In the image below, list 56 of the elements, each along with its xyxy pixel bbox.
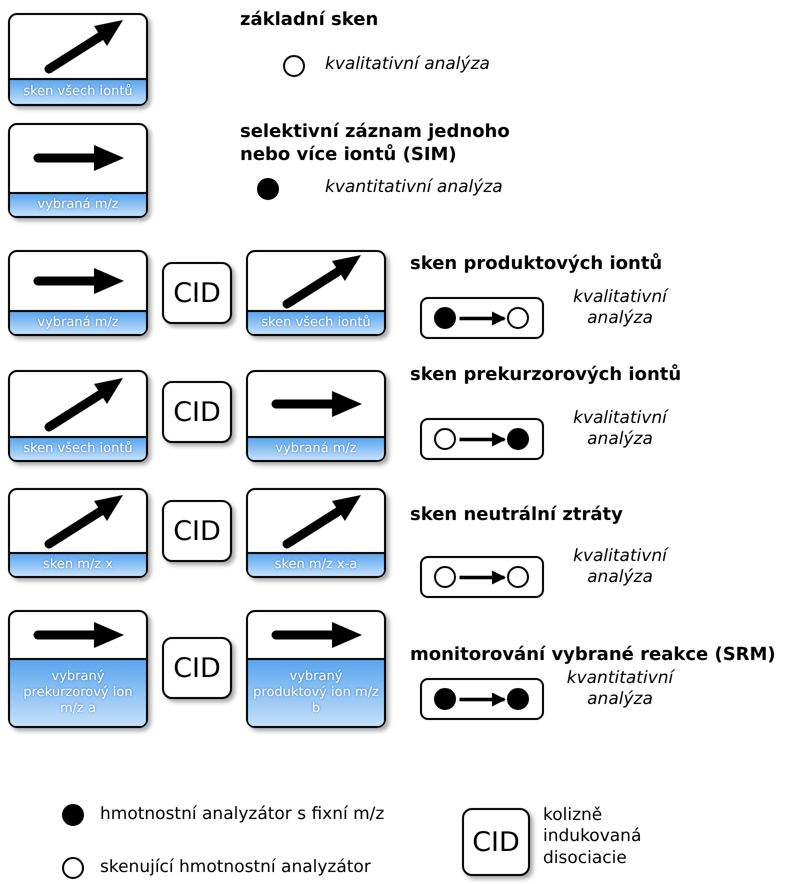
analysis-type-label: kvalitativní analýza <box>572 287 670 330</box>
arrow <box>460 312 506 326</box>
hollow-circle-marker <box>507 566 529 588</box>
analyzer-box <box>8 123 148 218</box>
analyzer-box <box>246 370 386 462</box>
filled-circle-marker <box>434 688 456 710</box>
analyzer-mode-label: sken m/z x <box>10 552 146 576</box>
section-title: sken produktových iontů <box>410 252 662 276</box>
filled-circle-marker <box>507 428 529 450</box>
filled-circle-marker <box>434 307 456 329</box>
legend-text: hmotnostní analyzátor s fixní m/z <box>100 804 384 826</box>
analyzer-box <box>246 610 386 728</box>
section-title: sken neutrální ztráty <box>410 503 623 526</box>
cid-step-box: CID <box>162 262 232 324</box>
cid-step-box: CID <box>462 808 530 876</box>
section-title: selektivní záznam jednoho nebo více iontů (SIM) <box>240 120 511 167</box>
analyzer-mode-label: sken všech iontů <box>248 310 384 334</box>
analyzer-mode-label: vybraný produktový ion m/z b <box>248 658 384 726</box>
filled-circle-marker <box>507 688 529 710</box>
cid-step-box: CID <box>162 381 232 443</box>
analyzer-mode-label: vybraný prekurzorový ion m/z a <box>10 658 146 726</box>
analyzer-mode-label: vybraná m/z <box>10 192 146 216</box>
symbol-box <box>420 556 544 598</box>
analysis-type-label: kvalitativní analýza <box>572 408 670 450</box>
symbol-box <box>420 678 544 720</box>
analyzer-mode-label: sken všech iontů <box>10 78 146 104</box>
analyzer-mode-label: sken m/z x-a <box>248 552 384 576</box>
arrow <box>460 570 506 584</box>
analyzer-mode-label: vybraná m/z <box>10 310 146 334</box>
analysis-type-label: kvantitativní analýza <box>325 177 503 198</box>
hollow-circle-marker <box>434 428 456 450</box>
arrow <box>460 692 506 706</box>
analyzer-box <box>8 610 148 728</box>
section-title: základní sken <box>240 8 378 32</box>
analysis-type-label: kvalitativní analýza <box>572 546 670 588</box>
description-text: kolizně indukovaná disociacie <box>543 805 642 869</box>
arrow <box>460 432 506 446</box>
symbol-box <box>420 297 544 339</box>
cid-step-box: CID <box>162 637 232 699</box>
analyzer-box <box>246 488 386 578</box>
section-title: sken prekurzorových iontů <box>410 363 682 386</box>
symbol-box <box>420 418 544 460</box>
section-title: monitorování vybrané reakce (SRM) <box>410 643 776 666</box>
analyzer-box <box>246 250 386 336</box>
analysis-type-label: kvalitativní analýza <box>325 54 490 76</box>
analysis-type-label: kvantitativní analýza <box>566 668 676 710</box>
analyzer-mode-label: sken všech iontů <box>10 436 146 460</box>
analyzer-box <box>8 13 148 106</box>
analyzer-box <box>8 488 148 578</box>
hollow-circle-marker <box>507 307 529 329</box>
hollow-circle-marker <box>434 566 456 588</box>
cid-step-box: CID <box>162 500 232 562</box>
analyzer-mode-label: vybraná m/z <box>248 436 384 460</box>
analyzer-box <box>8 370 148 462</box>
legend-text: skenující hmotnostní analyzátor <box>100 857 371 878</box>
analyzer-box <box>8 250 148 336</box>
